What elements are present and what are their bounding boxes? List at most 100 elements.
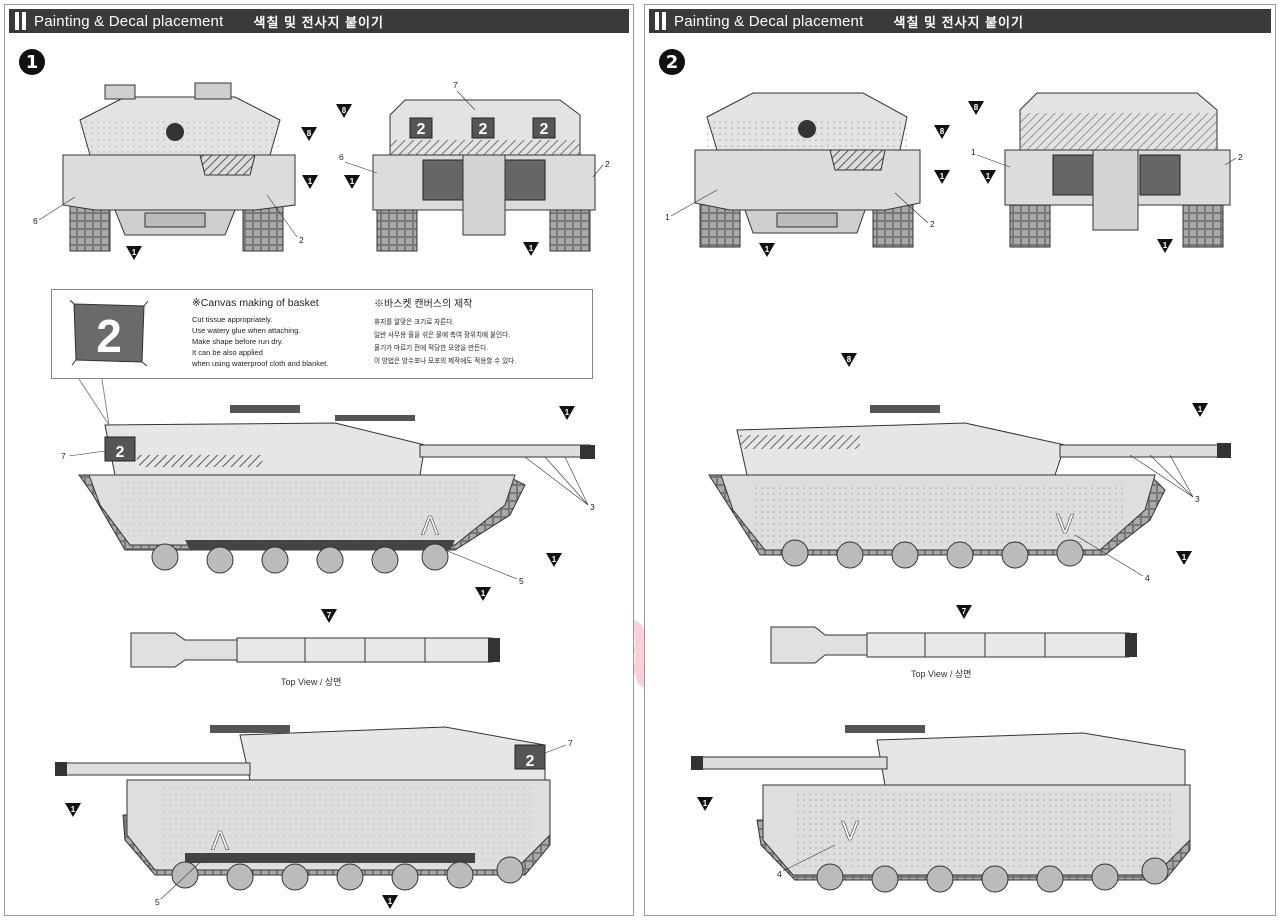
svg-text:1: 1 bbox=[388, 897, 393, 906]
diagram-page-2: 1 8 1 8 1 1 8 1 bbox=[665, 92, 1243, 893]
callout-7-rear: 7 bbox=[453, 80, 458, 90]
turret-number-3: 2 bbox=[540, 121, 549, 138]
canvas-note-title-en: ※Canvas making of basket bbox=[192, 297, 319, 309]
decal-marker-1-front-left: 1 bbox=[759, 243, 775, 257]
side-view-left-tank bbox=[708, 405, 1231, 569]
header-title-ko: 색칠 및 전사지 붙이기 bbox=[253, 14, 384, 30]
header-bars-icon bbox=[15, 12, 26, 30]
svg-text:8: 8 bbox=[974, 103, 979, 112]
page-header: Painting & Decal placement 색칠 및 전사지 붙이기 bbox=[649, 9, 1271, 33]
page-header: Painting & Decal placement 색칠 및 전사지 붙이기 bbox=[9, 9, 629, 33]
callout-2-front: 2 bbox=[930, 219, 935, 229]
callout-4-side-right: 4 bbox=[777, 869, 782, 879]
callout-1-rear: 1 bbox=[971, 147, 976, 157]
canvas-note-line-ko: 일반 사무용 풀을 섞은 물에 축여 장위치에 붙인다. bbox=[374, 332, 510, 339]
side-view-right-tank bbox=[55, 725, 551, 891]
decal-marker-1-gun-muzzle: 1 bbox=[1192, 403, 1208, 417]
canvas-note-line-en: Use watery glue when attaching. bbox=[192, 326, 301, 335]
svg-text:1: 1 bbox=[1163, 241, 1168, 250]
canvas-note-english: ※Canvas making of basket Cut tissue appr… bbox=[192, 298, 328, 369]
decal-marker-8-front: 8 bbox=[301, 127, 317, 141]
step-number-badge: 1 bbox=[19, 49, 45, 75]
decal-marker-1-front: 1 bbox=[126, 246, 142, 260]
header-title-en: Painting & Decal placement bbox=[674, 12, 864, 30]
canvas-note-line-ko: 이 방법은 방수포나 모포의 제작에도 적용할 수 있다. bbox=[374, 358, 517, 365]
step-number-badge: 2 bbox=[659, 49, 685, 75]
canvas-note-korean: ※바스켓 캔버스의 제작 휴지를 알맞은 크기로 자른다. 일반 사무용 풀을 … bbox=[374, 298, 516, 368]
svg-text:8: 8 bbox=[847, 355, 852, 364]
svg-text:1: 1 bbox=[71, 805, 76, 814]
svg-text:7: 7 bbox=[962, 607, 967, 616]
turret-number-decals: 2 2 2 bbox=[409, 117, 556, 139]
svg-text:1: 1 bbox=[552, 555, 557, 564]
decal-marker-1-hull-rear: 1 bbox=[546, 553, 562, 567]
instruction-page-2: Painting & Decal placement 색칠 및 전사지 붙이기 … bbox=[644, 4, 1276, 916]
svg-text:8: 8 bbox=[307, 129, 312, 138]
callout-5-side-left: 5 bbox=[519, 576, 524, 586]
callout-6-rear: 6 bbox=[339, 152, 344, 162]
gun-barrel-top-view bbox=[770, 626, 1137, 664]
header-title-ko: 색칠 및 전사지 붙이기 bbox=[893, 14, 1024, 30]
callout-2-front: 2 bbox=[299, 235, 304, 245]
decal-marker-1-rear: 1 bbox=[523, 242, 539, 256]
rear-view-tank bbox=[1004, 92, 1231, 248]
gun-barrel-top-view bbox=[130, 632, 500, 668]
canvas-basket-note: 2 ※Canvas making of basket Cut tissue ap… bbox=[51, 289, 593, 379]
callout-4-side-left: 4 bbox=[1145, 573, 1150, 583]
top-view-label: Top View / 상면 bbox=[281, 677, 342, 687]
callout-7-side-right: 7 bbox=[568, 738, 573, 748]
canvas-note-line-en: It can be also applied bbox=[192, 348, 263, 357]
side-view-left-tank bbox=[78, 405, 595, 574]
callout-2-rear: 2 bbox=[1238, 152, 1243, 162]
decal-marker-1-hull-rear: 1 bbox=[1176, 551, 1192, 565]
chevron-decal-right-side: Λ bbox=[211, 827, 229, 857]
decal-marker-7-barrel: 7 bbox=[956, 605, 972, 619]
svg-text:1: 1 bbox=[703, 799, 708, 808]
decal-marker-8-front: 8 bbox=[934, 125, 950, 139]
svg-text:1: 1 bbox=[1182, 553, 1187, 562]
canvas-note-line-ko: 물기가 마르기 전에 적당한 모양을 만든다. bbox=[374, 345, 489, 352]
callout-5-side-right: 5 bbox=[155, 897, 160, 907]
decal-marker-1-side-right: 1 bbox=[65, 803, 81, 817]
canvas-note-line-en: Make shape before run dry. bbox=[192, 337, 284, 346]
turret-number-side-right: 2 bbox=[526, 753, 535, 770]
svg-text:1: 1 bbox=[308, 177, 313, 186]
decal-marker-8-rear: 8 bbox=[336, 104, 352, 118]
decal-marker-8-side: 8 bbox=[841, 353, 857, 367]
diagram-page-1: 2 2 2 bbox=[33, 80, 610, 909]
decal-marker-7-barrel: 7 bbox=[321, 609, 337, 623]
svg-text:1: 1 bbox=[132, 248, 137, 257]
svg-text:7: 7 bbox=[327, 611, 332, 620]
instruction-page-1: Painting & Decal placement 색칠 및 전사지 붙이기 … bbox=[4, 4, 634, 916]
callout-1-front: 1 bbox=[665, 212, 670, 222]
decal-marker-1-front-right: 1 bbox=[934, 170, 950, 184]
svg-text:1: 1 bbox=[529, 244, 534, 253]
callout-2-rear: 2 bbox=[605, 159, 610, 169]
decal-marker-1-track: 1 bbox=[475, 587, 491, 601]
svg-text:1: 1 bbox=[986, 172, 991, 181]
chevron-decal-left-side: Λ bbox=[421, 512, 439, 542]
canvas-note-line-ko: 휴지를 알맞은 크기로 자른다. bbox=[374, 319, 455, 326]
decal-marker-1-side-right: 1 bbox=[697, 797, 713, 811]
callout-3-side-left: 3 bbox=[590, 502, 595, 512]
decal-marker-1-rear-left: 1 bbox=[344, 175, 360, 189]
decal-marker-1-rear-left: 1 bbox=[980, 170, 996, 184]
canvas-note-title-ko: ※바스켓 캔버스의 제작 bbox=[374, 299, 473, 310]
canvas-note-line-en: Cut tissue appropriately. bbox=[192, 315, 273, 324]
svg-text:1: 1 bbox=[350, 177, 355, 186]
rear-view-tank bbox=[372, 99, 596, 252]
decal-marker-1-bottom: 1 bbox=[382, 895, 398, 909]
callout-7-side-left: 7 bbox=[61, 451, 66, 461]
svg-text:8: 8 bbox=[940, 127, 945, 136]
callout-3-side-left: 3 bbox=[1195, 494, 1200, 504]
canvas-number-glyph: 2 bbox=[96, 310, 122, 362]
callout-6-front: 6 bbox=[33, 216, 38, 226]
turret-number-side-left: 2 bbox=[116, 444, 125, 461]
svg-text:1: 1 bbox=[940, 172, 945, 181]
side-view-right-tank bbox=[691, 725, 1191, 893]
svg-text:1: 1 bbox=[481, 589, 486, 598]
svg-text:1: 1 bbox=[765, 245, 770, 254]
canvas-basket-illustration: 2 bbox=[70, 300, 148, 366]
front-view-tank bbox=[62, 82, 296, 252]
canvas-note-line-en: when using waterproof cloth and blanket. bbox=[192, 359, 329, 368]
